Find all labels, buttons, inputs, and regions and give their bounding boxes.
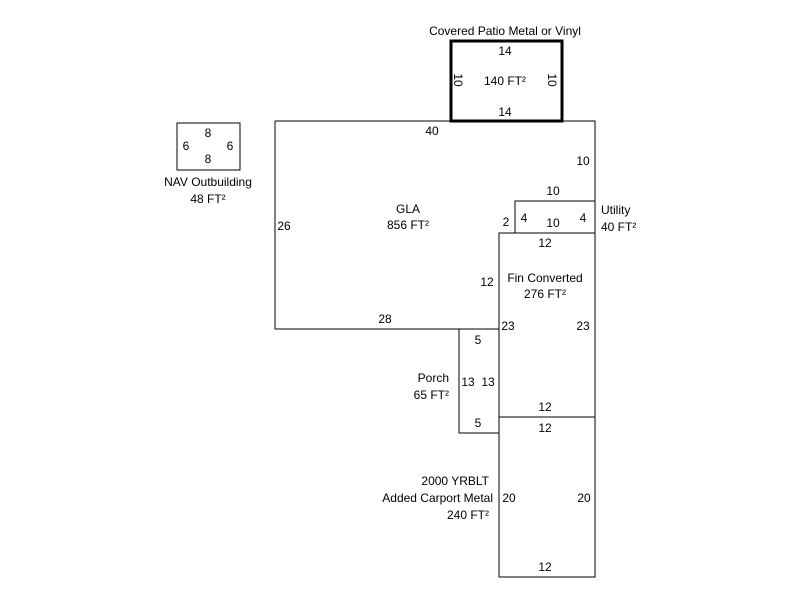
- porch-top-dim: 5: [475, 333, 482, 347]
- nav-outline: [176, 122, 241, 171]
- gla-notch-top-dim: 10: [546, 184, 560, 198]
- carport-label: Added Carport Metal: [382, 491, 493, 505]
- gla-notch-side-dim: 2: [503, 215, 510, 229]
- utility-left-dim: 4: [521, 211, 528, 225]
- patio-area-value: 140 FT²: [484, 74, 526, 88]
- nav-bottom-dim: 8: [205, 152, 212, 166]
- nav-right-dim: 6: [227, 139, 234, 153]
- patio-top-dim: 14: [498, 44, 512, 58]
- fin-top-dim: 12: [538, 236, 552, 250]
- patio-left-dim: 10: [451, 73, 465, 87]
- carport-bottom-dim: 12: [538, 560, 552, 574]
- utility-area: 4 10 4 Utility 40 FT²: [514, 200, 636, 234]
- porch-left-dim: 13: [461, 375, 475, 389]
- porch-label: Porch: [418, 371, 449, 385]
- carport-area: 12 20 20 12 2000 YRBLT Added Carport Met…: [382, 416, 596, 578]
- patio-label: Covered Patio Metal or Vinyl: [429, 24, 581, 38]
- utility-area-value: 40 FT²: [601, 220, 636, 234]
- fin-right-dim: 23: [576, 319, 590, 333]
- fin-converted-area: 12 Fin Converted 276 FT² 23 23 12: [498, 232, 596, 418]
- gla-inner-dim: 12: [480, 275, 494, 289]
- nav-top-dim: 8: [205, 126, 212, 140]
- porch-right-dim: 13: [481, 375, 495, 389]
- carport-right-dim: 20: [577, 491, 591, 505]
- porch-bottom-dim: 5: [475, 416, 482, 430]
- fin-left-dim: 23: [501, 319, 515, 333]
- gla-bottom-dim: 28: [378, 312, 392, 326]
- porch-area-value: 65 FT²: [414, 388, 449, 402]
- gla-right-dim: 10: [576, 154, 590, 168]
- gla-label: GLA: [396, 202, 420, 216]
- nav-left-dim: 6: [183, 139, 190, 153]
- nav-label: NAV Outbuilding: [164, 175, 252, 189]
- utility-right-dim: 4: [580, 211, 587, 225]
- gla-area-value: 856 FT²: [387, 218, 429, 232]
- patio-bottom-dim: 14: [498, 105, 512, 119]
- patio-right-dim: 10: [545, 73, 559, 87]
- porch-outline: [458, 328, 500, 434]
- fin-area-value: 276 FT²: [524, 287, 566, 301]
- fin-bottom-dim: 12: [538, 400, 552, 414]
- carport-top-dim: 12: [538, 421, 552, 435]
- nav-outbuilding-area: 8 6 6 8 NAV Outbuilding 48 FT²: [164, 122, 252, 206]
- gla-area: 40 10 10 2 12 28 26 GLA 856 FT²: [274, 120, 596, 330]
- porch-area: 5 13 13 5 Porch 65 FT²: [414, 328, 500, 434]
- nav-area-value: 48 FT²: [190, 192, 225, 206]
- carport-area-value: 240 FT²: [447, 508, 489, 522]
- patio-area: Covered Patio Metal or Vinyl 14 140 FT² …: [429, 24, 581, 123]
- fin-label: Fin Converted: [507, 271, 582, 285]
- gla-left-dim: 26: [277, 219, 291, 233]
- utility-mid-dim: 10: [546, 216, 560, 230]
- carport-left-dim: 20: [502, 491, 516, 505]
- gla-top-dim: 40: [425, 124, 439, 138]
- carport-outline: [498, 416, 596, 578]
- utility-label: Utility: [601, 203, 630, 217]
- carport-year-label: 2000 YRBLT: [421, 474, 489, 488]
